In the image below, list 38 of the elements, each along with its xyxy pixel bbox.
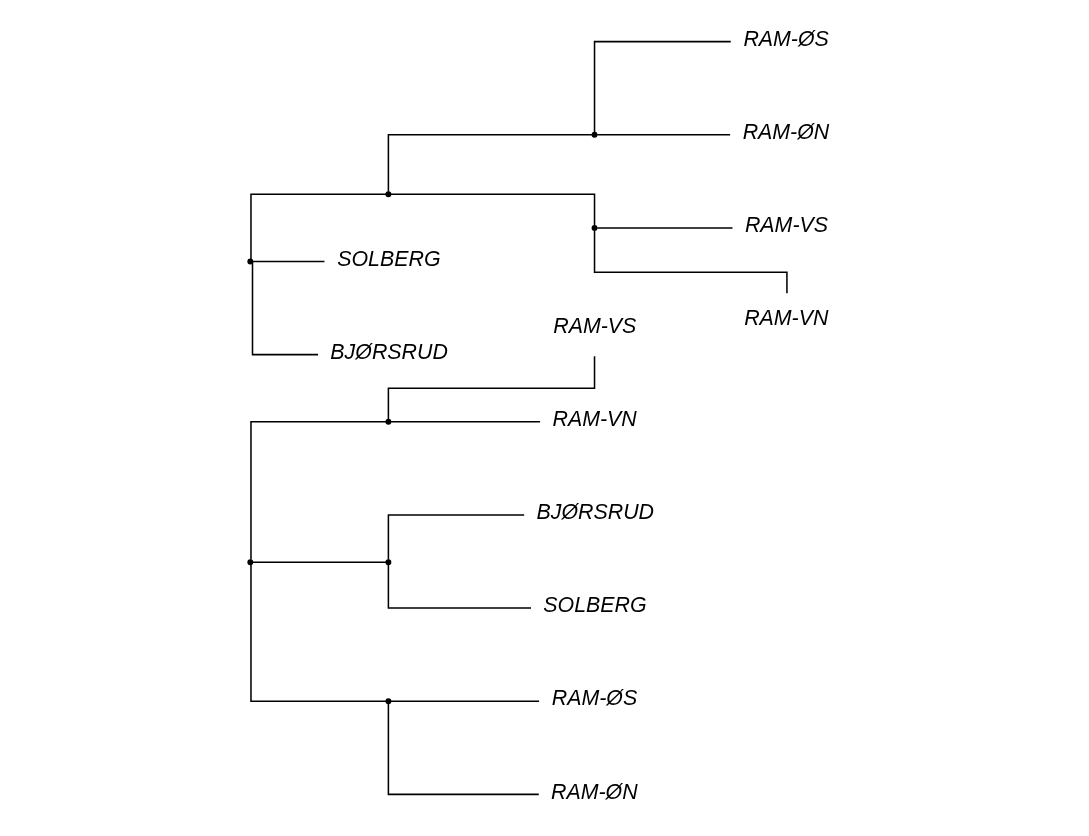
connector <box>387 702 539 796</box>
connector <box>593 40 731 134</box>
node-point <box>591 224 597 231</box>
connector <box>389 193 595 227</box>
connector <box>593 229 788 294</box>
connector <box>249 193 387 261</box>
connector <box>387 355 595 421</box>
node-point <box>246 559 253 566</box>
connector <box>249 421 387 561</box>
node-text: SOLBERG <box>336 246 441 271</box>
node-text: RAM-VN <box>552 406 637 431</box>
connector <box>387 134 593 193</box>
node-text: RAM-ØN <box>550 779 638 804</box>
connector <box>387 514 525 561</box>
connector <box>249 563 387 702</box>
node-point <box>384 418 391 425</box>
connector <box>387 564 532 609</box>
node-point <box>246 258 253 265</box>
node-text: RAM-ØN <box>742 119 829 144</box>
node-text: RAM-VS <box>744 213 828 238</box>
connector <box>251 260 325 263</box>
connector <box>389 700 540 702</box>
node-text: BJØRSRUD <box>329 339 448 364</box>
connector <box>389 421 541 423</box>
node-point <box>384 191 391 198</box>
node-text: RAM-ØS <box>742 26 829 51</box>
node-text: RAM-ØS <box>551 686 637 711</box>
connector <box>251 260 319 356</box>
node-text: RAM-VN <box>743 306 828 331</box>
node-point <box>384 559 391 566</box>
node-text: RAM-VS <box>552 313 636 338</box>
connector <box>595 134 731 136</box>
connector <box>251 561 387 564</box>
node-point <box>591 131 597 138</box>
node-text: SOLBERG <box>542 593 647 618</box>
node-text: BJØRSRUD <box>536 500 654 525</box>
node-point <box>384 698 391 705</box>
connector <box>595 227 733 229</box>
